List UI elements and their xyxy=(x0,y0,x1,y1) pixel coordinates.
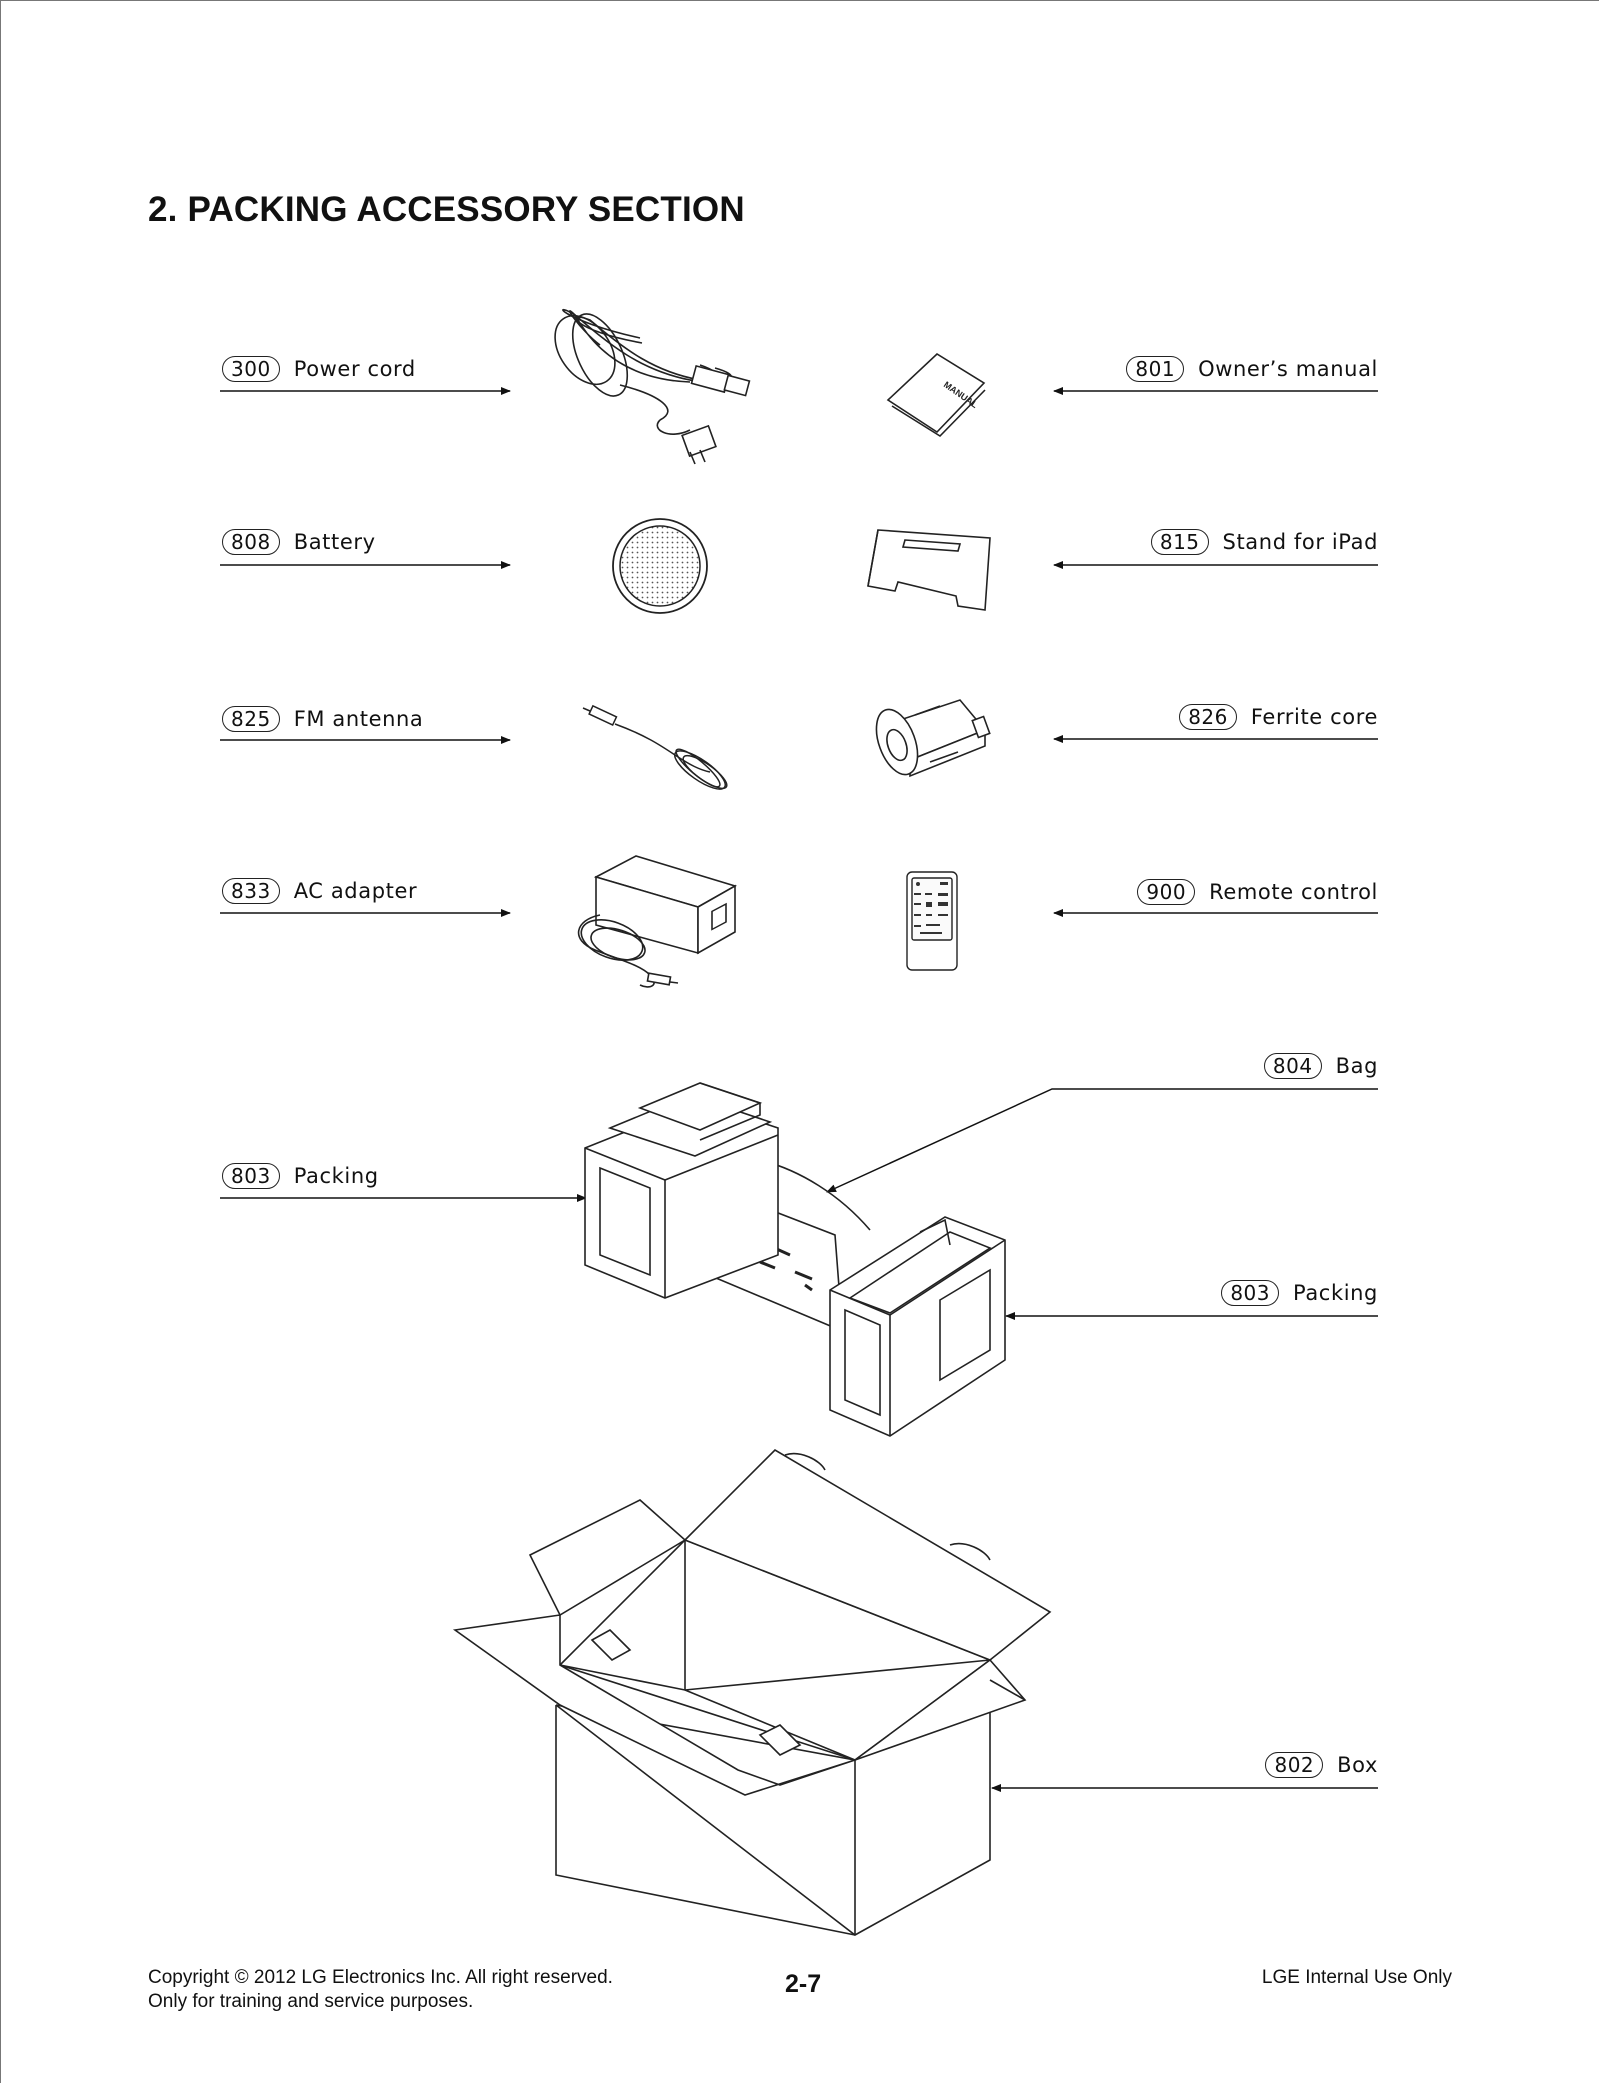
part-number: 815 xyxy=(1150,529,1209,555)
fm-antenna-illustration xyxy=(582,704,728,790)
part-name: Owner’s manual xyxy=(1198,357,1378,381)
ac-adapter-illustration xyxy=(577,855,738,988)
owners-manual-illustration: MANUAL xyxy=(886,352,986,438)
part-number: 801 xyxy=(1126,356,1185,382)
part-name: Remote control xyxy=(1209,880,1378,904)
part-name: FM antenna xyxy=(293,707,424,731)
label-box: 802 Box xyxy=(1265,1749,1378,1781)
part-name: Ferrite core xyxy=(1250,705,1378,729)
label-battery: 808 Battery xyxy=(222,526,376,558)
packing-assembly-illustration xyxy=(584,1082,1006,1437)
part-number: 900 xyxy=(1137,879,1196,905)
label-packing-right: 803 Packing xyxy=(1221,1277,1378,1309)
purpose-text: Only for training and service purposes. xyxy=(148,1991,474,2012)
ferrite-core-illustration xyxy=(875,699,991,778)
page-number: 2-7 xyxy=(785,1970,822,1998)
copyright-text: Copyright © 2012 LG Electronics Inc. All… xyxy=(148,1967,613,1988)
label-ferrite-core: 826 Ferrite core xyxy=(1179,701,1378,733)
label-power-cord: 300 Power cord xyxy=(222,353,416,385)
part-name: Stand for iPad xyxy=(1222,530,1378,554)
battery-illustration xyxy=(612,518,708,614)
internal-use-text: LGE Internal Use Only xyxy=(1261,1967,1452,1988)
leader-bag xyxy=(826,1088,1378,1193)
part-name: AC adapter xyxy=(293,879,418,903)
part-name: Power cord xyxy=(293,357,416,381)
part-name: Battery xyxy=(293,530,376,554)
box-illustration xyxy=(452,1448,1052,1936)
label-fm-antenna: 825 FM antenna xyxy=(222,703,423,735)
label-owners-manual: 801 Owner’s manual xyxy=(1126,353,1378,385)
label-remote-control: 900 Remote control xyxy=(1137,876,1378,908)
part-name: Packing xyxy=(293,1164,379,1188)
part-number: 808 xyxy=(222,529,280,555)
leader-lines xyxy=(220,387,1378,1792)
part-number: 803 xyxy=(222,1163,280,1189)
part-number: 825 xyxy=(222,706,280,732)
label-stand-ipad: 815 Stand for iPad xyxy=(1150,526,1378,558)
part-number: 300 xyxy=(222,356,280,382)
part-number: 802 xyxy=(1265,1752,1324,1778)
power-cord-illustration xyxy=(554,308,751,465)
label-packing-left: 803 Packing xyxy=(222,1160,379,1192)
part-name: Box xyxy=(1337,1753,1378,1777)
part-number: 833 xyxy=(222,878,280,904)
part-number: 803 xyxy=(1221,1280,1280,1306)
part-name: Bag xyxy=(1335,1054,1378,1078)
ipad-stand-illustration xyxy=(867,529,991,611)
footer-left: Copyright © 2012 LG Electronics Inc. All… xyxy=(148,1966,613,2014)
section-heading: 2. PACKING ACCESSORY SECTION xyxy=(148,190,745,229)
label-ac-adapter: 833 AC adapter xyxy=(222,875,417,907)
label-bag: 804 Bag xyxy=(1263,1050,1378,1082)
part-number: 826 xyxy=(1179,704,1237,730)
part-number: 804 xyxy=(1263,1053,1322,1079)
part-name: Packing xyxy=(1293,1281,1378,1305)
remote-control-illustration xyxy=(906,871,958,971)
